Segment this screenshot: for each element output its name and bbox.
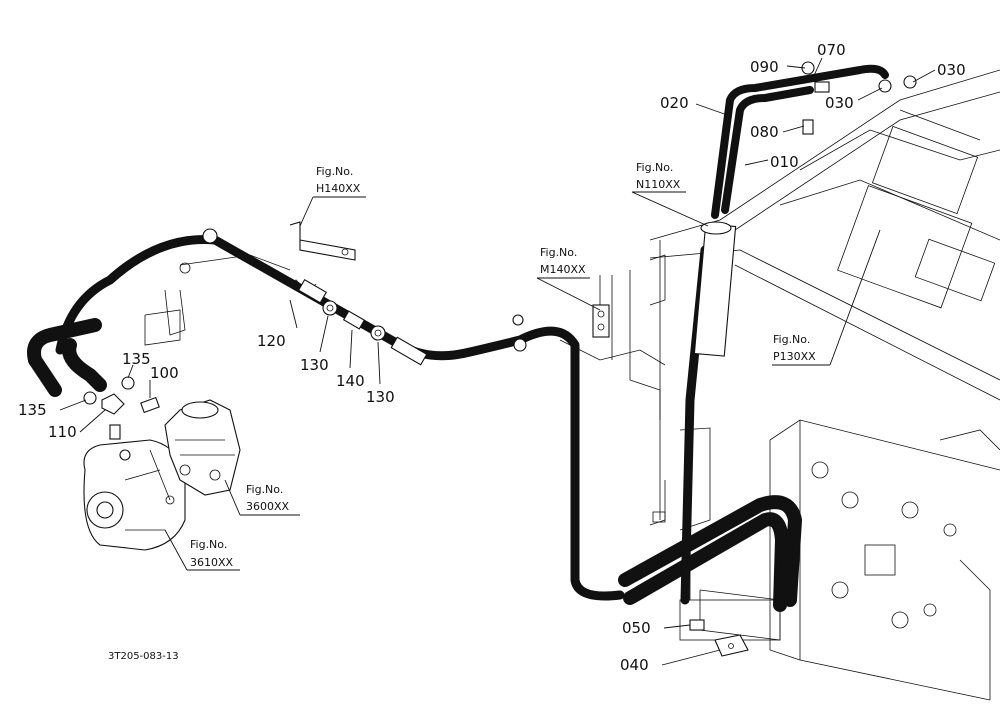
callout-135-lower: 135 [18, 401, 47, 419]
part-100-nipple [140, 396, 160, 414]
cab-post [559, 270, 666, 420]
callout-020: 020 [660, 94, 689, 112]
figref-h140-title: Fig.No. [316, 165, 353, 178]
figref-3610-code: 3610XX [190, 556, 234, 569]
callout-100: 100 [150, 364, 179, 382]
figure-references: Fig.No. H140XX Fig.No. N110XX Fig.No. M1… [190, 161, 816, 569]
heater-housing-frame [679, 419, 1000, 701]
figref-p130-code: P130XX [773, 350, 816, 363]
figref-m140-title: Fig.No. [540, 246, 577, 259]
hose-bracket [144, 221, 356, 346]
thermostat-housing [164, 399, 241, 496]
figref-3600-code: 3600XX [246, 500, 290, 513]
heater-pipes [693, 61, 917, 357]
callout-040: 040 [620, 656, 649, 674]
callout-130-a: 130 [300, 356, 329, 374]
heater-hoses-corrugated [618, 495, 802, 612]
callout-030-left: 030 [825, 94, 854, 112]
part-130-clamp-a [322, 300, 338, 316]
callout-130-b: 130 [366, 388, 395, 406]
part-040-plate [714, 634, 749, 657]
water-pump [83, 439, 186, 551]
figref-3600-title: Fig.No. [246, 483, 283, 496]
part-120-spring [281, 277, 328, 304]
chassis-frame-upper [649, 69, 1000, 526]
callout-140: 140 [336, 372, 365, 390]
part-135-clamp-lower [83, 391, 97, 405]
part-050-bolt [689, 619, 705, 631]
part-140-joint [342, 310, 366, 330]
part-080-spacer [802, 119, 814, 135]
engine-port [109, 424, 121, 440]
part-110-elbow [101, 393, 125, 415]
part-030-clamp-b [903, 75, 917, 89]
figref-3610-title: Fig.No. [190, 538, 227, 551]
part-135-clamp-upper [121, 376, 135, 390]
callout-070: 070 [817, 41, 846, 59]
figref-h140-code: H140XX [316, 182, 361, 195]
callout-labels: 090 070 030 030 020 080 010 120 130 140 … [18, 41, 966, 674]
callout-050: 050 [622, 619, 651, 637]
callout-080: 080 [750, 123, 779, 141]
callout-030-right: 030 [937, 61, 966, 79]
callout-120: 120 [257, 332, 286, 350]
callout-110: 110 [48, 423, 77, 441]
figref-n110-title: Fig.No. [636, 161, 673, 174]
figref-p130-title: Fig.No. [773, 333, 810, 346]
callout-010: 010 [770, 153, 799, 171]
part-070-clamp [814, 81, 830, 93]
callout-135-upper: 135 [122, 350, 151, 368]
drawing-code: 3T205-083-13 [108, 651, 179, 662]
leader-lines [59, 57, 936, 666]
part-030-clamp-a [878, 79, 892, 93]
lower-bracket-parts [689, 619, 749, 657]
engine-fittings [83, 376, 160, 440]
part-130-clamp-b [370, 325, 386, 341]
left-hoses [27, 318, 107, 397]
hose-fittings [281, 277, 527, 366]
callout-090: 090 [750, 58, 779, 76]
figref-m140-code: M140XX [540, 263, 586, 276]
figref-n110-code: N110XX [636, 178, 681, 191]
